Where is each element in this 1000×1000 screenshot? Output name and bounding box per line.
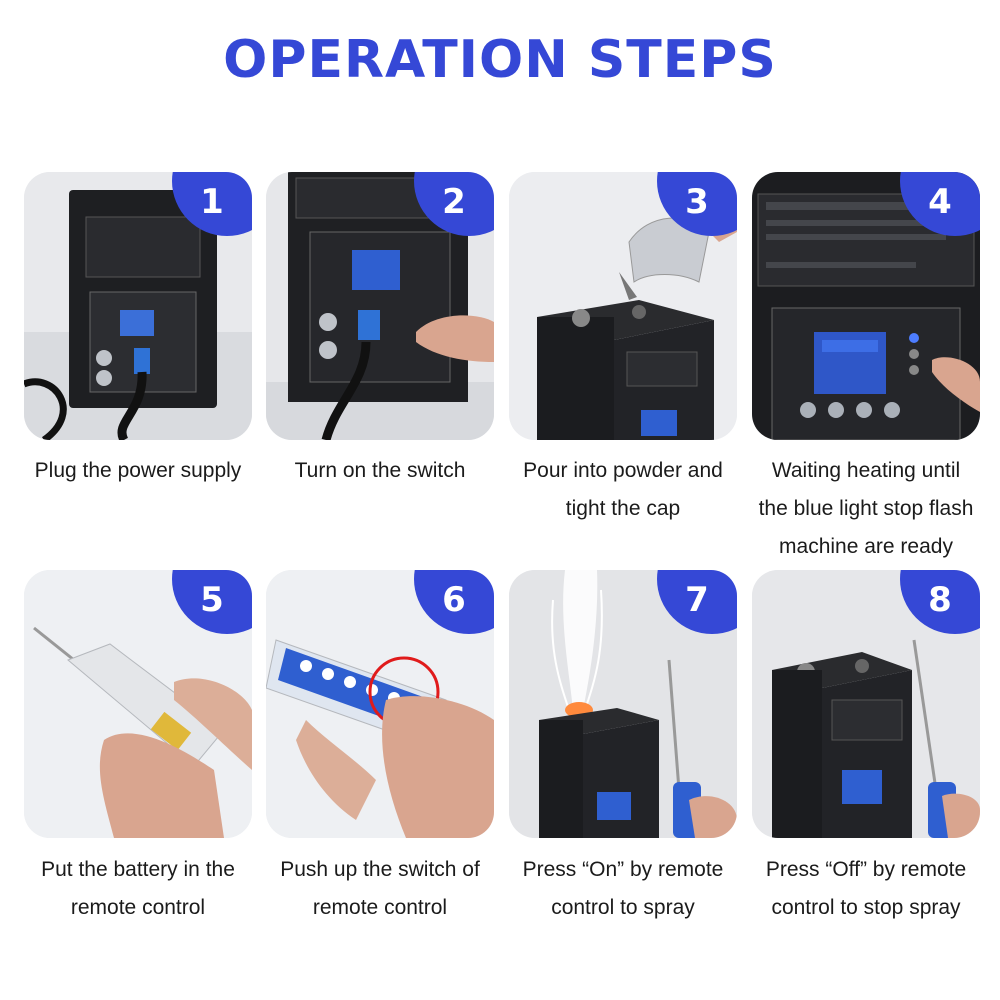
step-number: 6 [442, 580, 466, 620]
step-5-caption: Put the battery in the remote control [15, 851, 261, 927]
step-6-caption: Push up the switch of remote control [257, 851, 503, 927]
step-8-caption: Press “Off” by remote control to stop sp… [743, 851, 989, 927]
step-3-photo: 3 [509, 172, 737, 440]
step-number: 4 [928, 182, 952, 222]
step-6-photo: 6 [266, 570, 494, 838]
step-number: 3 [685, 182, 709, 222]
step-8-photo: 8 [752, 570, 980, 838]
step-7-photo: 7 [509, 570, 737, 838]
caption-line: tight the cap [565, 497, 681, 520]
caption-line: Push up the switch of [280, 858, 480, 881]
step-4-caption: Waiting heating until the blue light sto… [743, 452, 989, 566]
caption-line: Put the battery in the [41, 858, 235, 881]
step-number: 8 [928, 580, 952, 620]
caption-line: remote control [312, 896, 448, 919]
step-number: 1 [200, 182, 224, 222]
caption-line: Press “On” by remote [522, 858, 724, 881]
caption-line: remote control [70, 896, 206, 919]
step-2-caption: Turn on the switch [257, 452, 503, 490]
step-3-caption: Pour into powder and tight the cap [500, 452, 746, 528]
caption-line: the blue light stop flash [758, 497, 974, 520]
step-1-caption: Plug the power supply [15, 452, 261, 490]
caption-line: Pour into powder and [523, 459, 723, 482]
step-number: 7 [685, 580, 709, 620]
step-2-photo: 2 [266, 172, 494, 440]
caption-line: control to spray [551, 896, 695, 919]
step-1-photo: 1 [24, 172, 252, 440]
step-number: 5 [200, 580, 224, 620]
caption-line: Turn on the switch [294, 459, 466, 482]
caption-line: machine are ready [779, 535, 953, 558]
step-7-caption: Press “On” by remote control to spray [500, 851, 746, 927]
caption-line: Plug the power supply [34, 459, 242, 482]
caption-line: Press “Off” by remote [765, 858, 967, 881]
pour-powder-image [509, 172, 737, 440]
battery-remote-image [24, 570, 252, 838]
step-4-photo: 4 [752, 172, 980, 440]
caption-line: Waiting heating until [771, 459, 961, 482]
step-number: 2 [442, 182, 466, 222]
page-title: OPERATION STEPS [223, 30, 777, 90]
remote-switch-image [266, 570, 494, 838]
caption-line: control to stop spray [771, 896, 961, 919]
step-5-photo: 5 [24, 570, 252, 838]
